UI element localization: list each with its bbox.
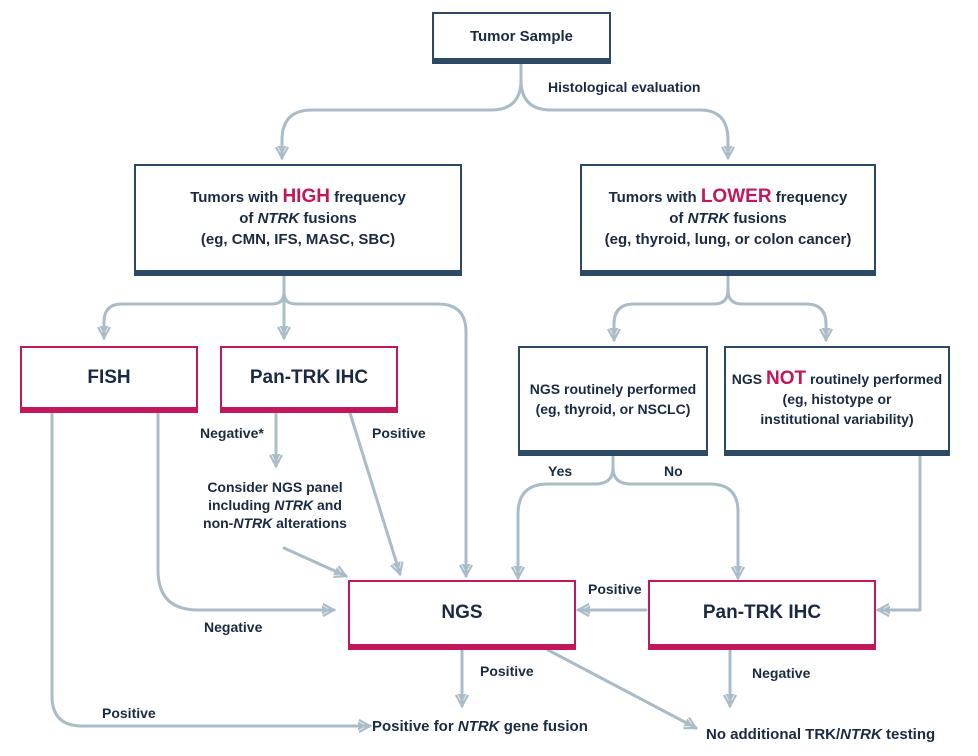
no-label: No — [664, 463, 683, 479]
connector-high-to-ngs — [282, 290, 466, 576]
ngs-not-routine-line3: institutional variability) — [760, 411, 914, 427]
connector-pantrk-positive — [348, 411, 400, 574]
lower-frequency-line2: of NTRK fusions — [669, 210, 787, 227]
high-frequency-box: Tumors with HIGH frequency of NTRK fusio… — [134, 164, 462, 276]
ngs-routine-line1: NGS routinely performed — [529, 381, 697, 397]
pan-trk-ihc-left-label: Pan-TRK IHC — [249, 366, 369, 388]
connector-ngs-to-no-additional — [546, 648, 696, 730]
positive-fish-label: Positive — [102, 705, 156, 721]
connector-consider-to-ngs — [282, 546, 346, 576]
connector-routine-yes — [518, 453, 615, 578]
tumor-sample-label: Tumor Sample — [469, 27, 574, 45]
negative-right-ihc-label: Negative — [752, 665, 811, 681]
connector-routine-no — [611, 466, 738, 578]
pan-trk-ihc-right-box: Pan-TRK IHC — [648, 580, 876, 650]
lower-frequency-box: Tumors with LOWER frequency of NTRK fusi… — [580, 164, 876, 276]
no-additional-testing-label: No additional TRK/NTRK testing — [706, 726, 936, 743]
histological-evaluation-label: Histological evaluation — [548, 79, 701, 95]
negative-fish-label: Negative — [204, 619, 263, 635]
consider-line2: including NTRK and — [208, 497, 342, 513]
positive-ihc-label: Positive — [372, 425, 426, 441]
ngs-routine-line2: (eg, thyroid, or NSCLC) — [535, 401, 691, 417]
negative-star-label: Negative* — [200, 425, 264, 441]
high-frequency-line1: Tumors with HIGH frequency — [190, 186, 406, 207]
ngs-not-routine-line1: NGS NOT routinely performed — [731, 368, 943, 389]
consider-ngs-panel-label: Consider NGS panel including NTRK and no… — [190, 478, 360, 532]
lower-frequency-examples: (eg, thyroid, lung, or colon cancer) — [604, 231, 852, 248]
lower-highlight: LOWER — [700, 186, 772, 207]
consider-line1: Consider NGS panel — [207, 479, 343, 495]
ngs-routine-box: NGS routinely performed (eg, thyroid, or… — [518, 346, 708, 456]
connector-lower-to-notroutine — [726, 288, 826, 340]
connector-high-to-fish — [104, 274, 286, 338]
positive-for-ntrk-label: Positive for NTRK gene fusion — [372, 718, 588, 735]
consider-line3: non-NTRK alterations — [203, 515, 347, 531]
ngs-not-routine-line2: (eg, histotype or — [782, 391, 892, 407]
tumor-sample-box: Tumor Sample — [432, 12, 611, 64]
connector-fish-positive — [50, 411, 370, 726]
pan-trk-ihc-left-box: Pan-TRK IHC — [220, 346, 398, 413]
fish-label: FISH — [87, 366, 131, 388]
high-frequency-line2: of NTRK fusions — [239, 210, 357, 227]
not-highlight: NOT — [765, 368, 807, 389]
connector-notroutine-to-pantrk — [878, 454, 922, 610]
yes-label: Yes — [548, 463, 573, 479]
connector-tumor-to-high — [282, 60, 523, 158]
lower-frequency-line1: Tumors with LOWER frequency — [608, 186, 848, 207]
ngs-not-routine-box: NGS NOT routinely performed (eg, histoty… — [724, 346, 950, 456]
connector-lower-to-routine — [614, 274, 730, 340]
high-frequency-examples: (eg, CMN, IFS, MASC, SBC) — [200, 231, 396, 248]
connector-fish-negative — [156, 411, 334, 610]
ngs-box: NGS — [348, 580, 576, 650]
positive-ngs-label: Positive — [480, 663, 534, 679]
pan-trk-ihc-right-label: Pan-TRK IHC — [702, 602, 822, 623]
high-highlight: HIGH — [282, 186, 330, 207]
ngs-label: NGS — [441, 602, 483, 623]
positive-right-ihc-label: Positive — [588, 581, 642, 597]
connector-tumor-to-lower — [519, 78, 728, 158]
fish-box: FISH — [20, 346, 198, 413]
